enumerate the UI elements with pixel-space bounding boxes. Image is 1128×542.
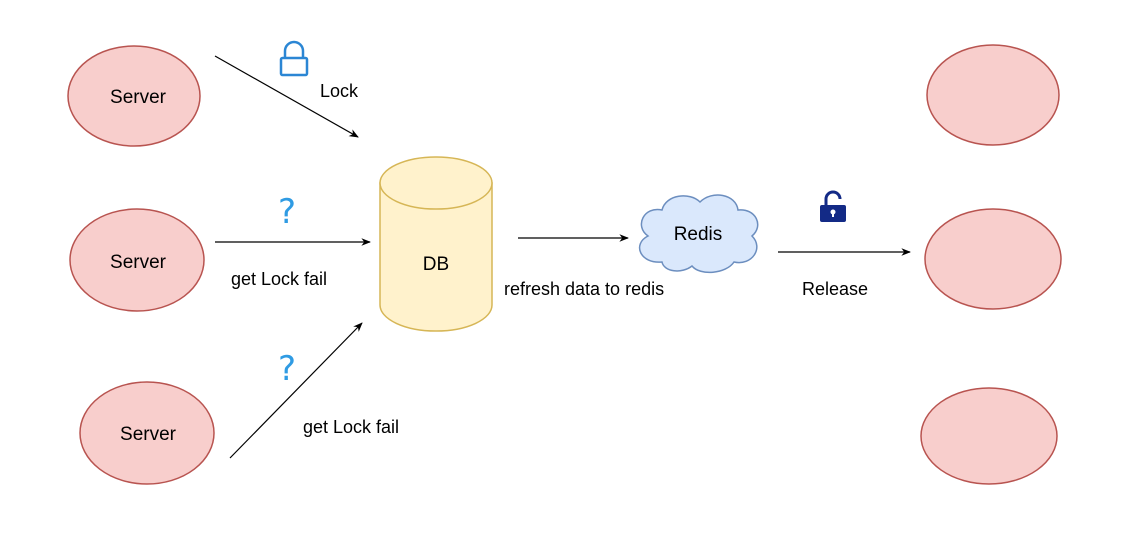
edge-release-label: Release [802,279,868,299]
db-label: DB [423,254,449,275]
edge-lock-arrow [214,55,359,138]
edge-lock-label: Lock [320,81,359,101]
target-node-middle [924,208,1062,310]
target-node-top [926,44,1060,146]
edge-get-lock-fail-bottom-arrow [229,322,363,459]
edge-get-lock-fail-bottom-label: get Lock fail [303,417,399,437]
server-node-bottom-label: Server [120,424,177,445]
server-node-middle-label: Server [110,252,167,273]
server-node-top: Server [67,45,201,147]
lock-outline-icon [279,40,309,77]
server-node-bottom: Server [79,381,215,485]
server-node-top-label: Server [110,87,167,108]
unlock-filled-icon [820,190,846,222]
db-cylinder: DB [379,156,493,332]
target-node-bottom [920,387,1058,485]
question-mark-icon-middle: ? [278,192,296,232]
edge-get-lock-fail-middle-label: get Lock fail [231,269,327,289]
edge-refresh-label: refresh data to redis [504,279,664,299]
redis-label: Redis [674,224,723,245]
redis-cloud: Redis [638,194,759,274]
server-node-middle: Server [69,208,205,312]
question-mark-icon-bottom: ? [278,349,296,389]
